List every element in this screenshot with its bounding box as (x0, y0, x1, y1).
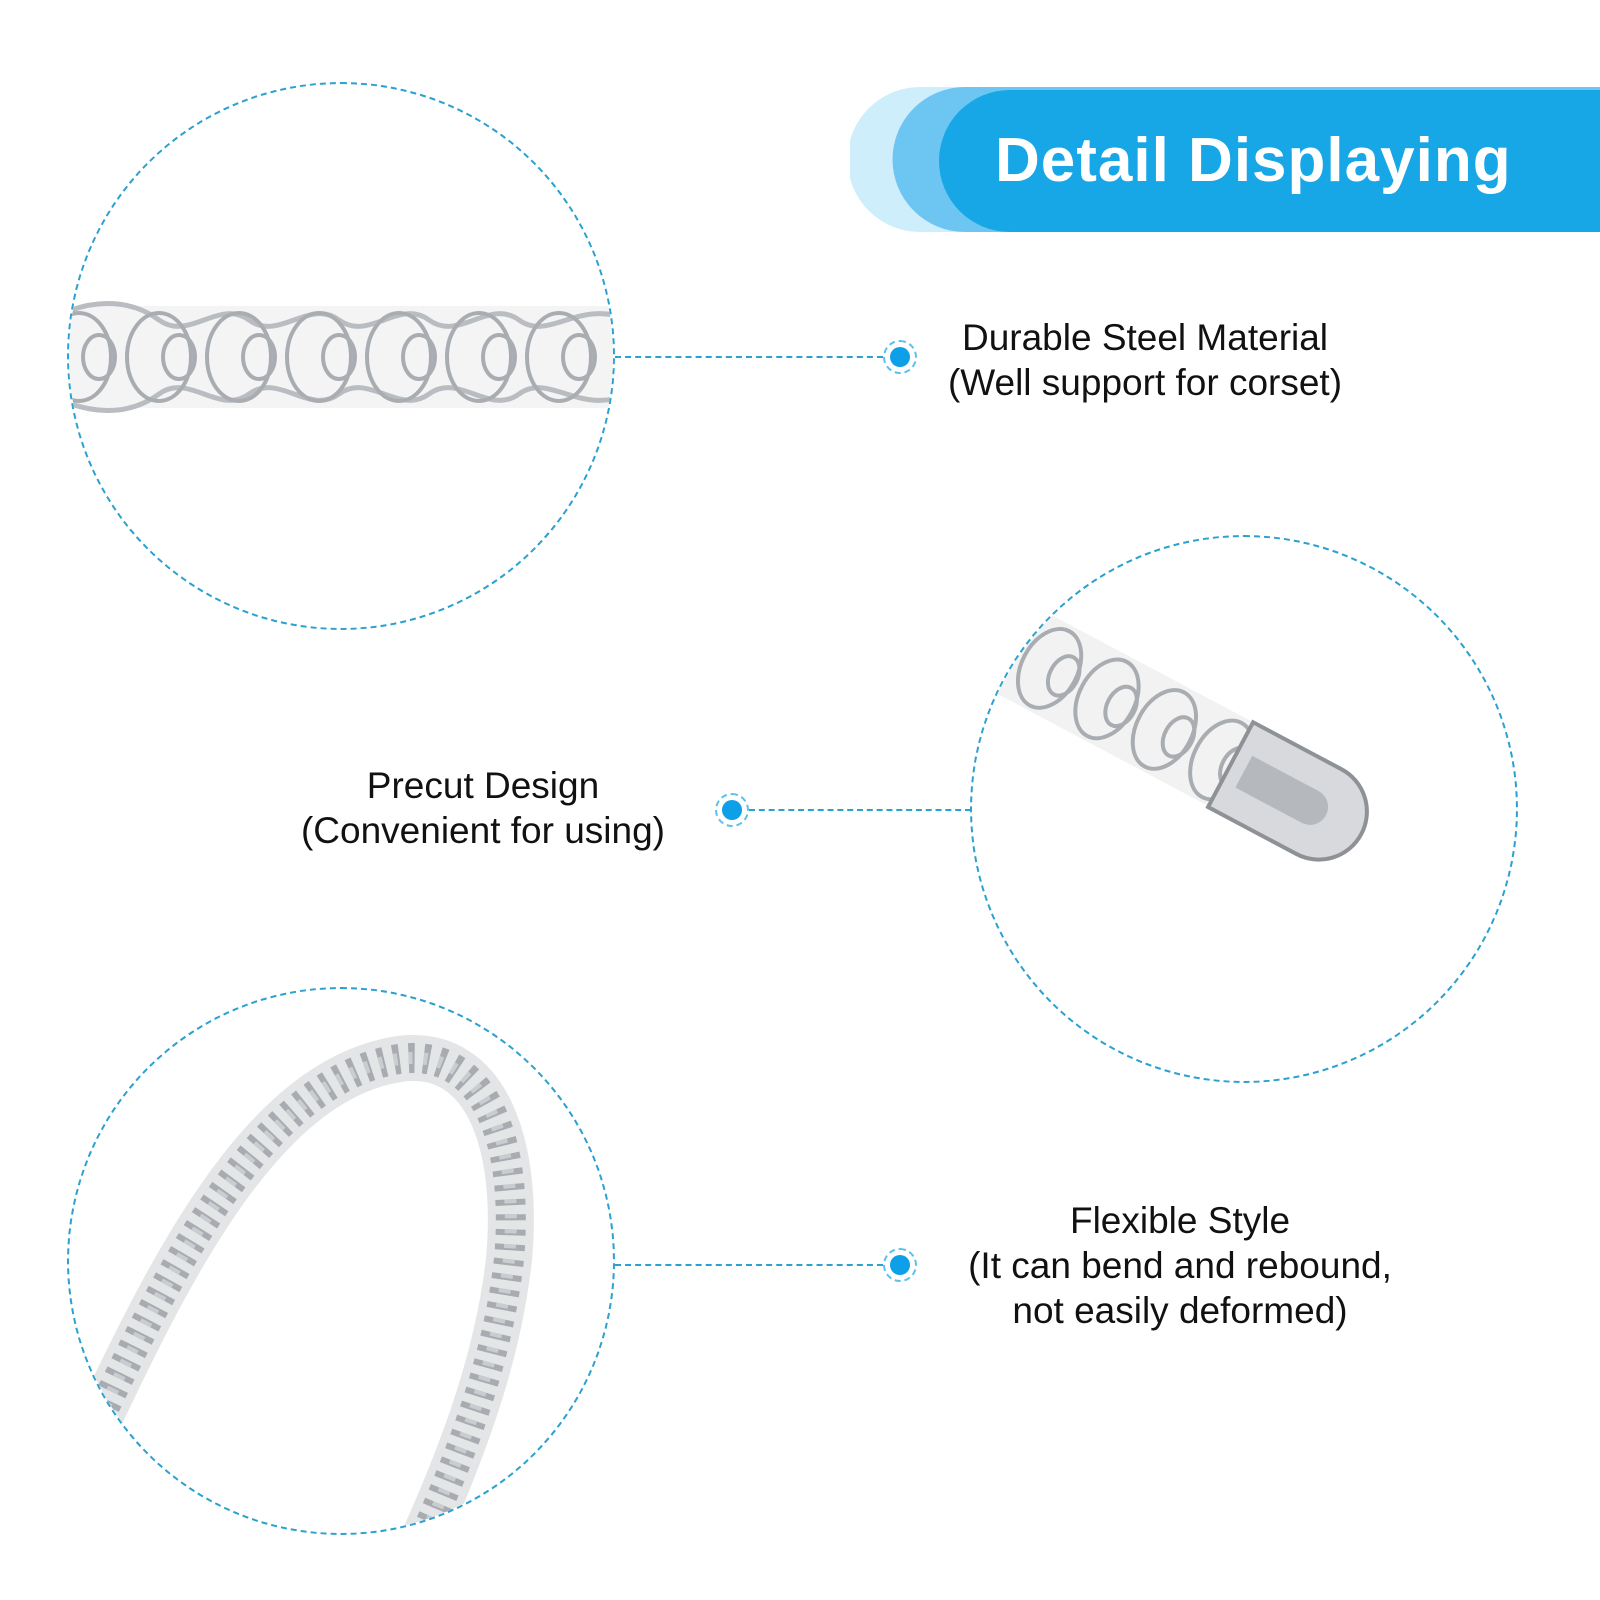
header-banner: Detail Displaying (850, 87, 1600, 232)
detail-image-bent-bone (67, 987, 615, 1535)
feature-title-1: Durable Steel Material (961, 317, 1329, 358)
spiral-bone-straight-illustration (69, 301, 613, 413)
banner-title: Detail Displaying (995, 126, 1512, 195)
connector-line-1 (615, 356, 883, 358)
detail-image-straight-bone (67, 82, 615, 630)
feature-subtitle-1: (Well support for corset) (947, 362, 1343, 403)
feature-title-3: Flexible Style (1069, 1200, 1291, 1241)
feature-label-1: Durable Steel Material (Well support for… (905, 315, 1385, 405)
connector-line-3 (615, 1264, 883, 1266)
feature-subtitle-3b: not easily deformed) (1012, 1290, 1348, 1331)
connector-line-2 (749, 809, 971, 811)
spiral-bone-tip-illustration (972, 581, 1369, 862)
spiral-bone-bent-illustration (78, 1035, 534, 1533)
feature-subtitle-3a: (It can bend and rebound, (968, 1245, 1392, 1286)
feature-subtitle-2: (Convenient for using) (300, 810, 666, 851)
feature-dot-2 (715, 793, 749, 827)
detail-image-precut-tip (970, 535, 1518, 1083)
feature-dot-3 (883, 1248, 917, 1282)
banner-shape (850, 87, 1600, 232)
feature-label-3: Flexible Style (It can bend and rebound,… (930, 1198, 1430, 1333)
feature-label-2: Precut Design (Convenient for using) (263, 763, 703, 853)
feature-dot-1 (883, 340, 917, 374)
feature-title-2: Precut Design (366, 765, 600, 806)
